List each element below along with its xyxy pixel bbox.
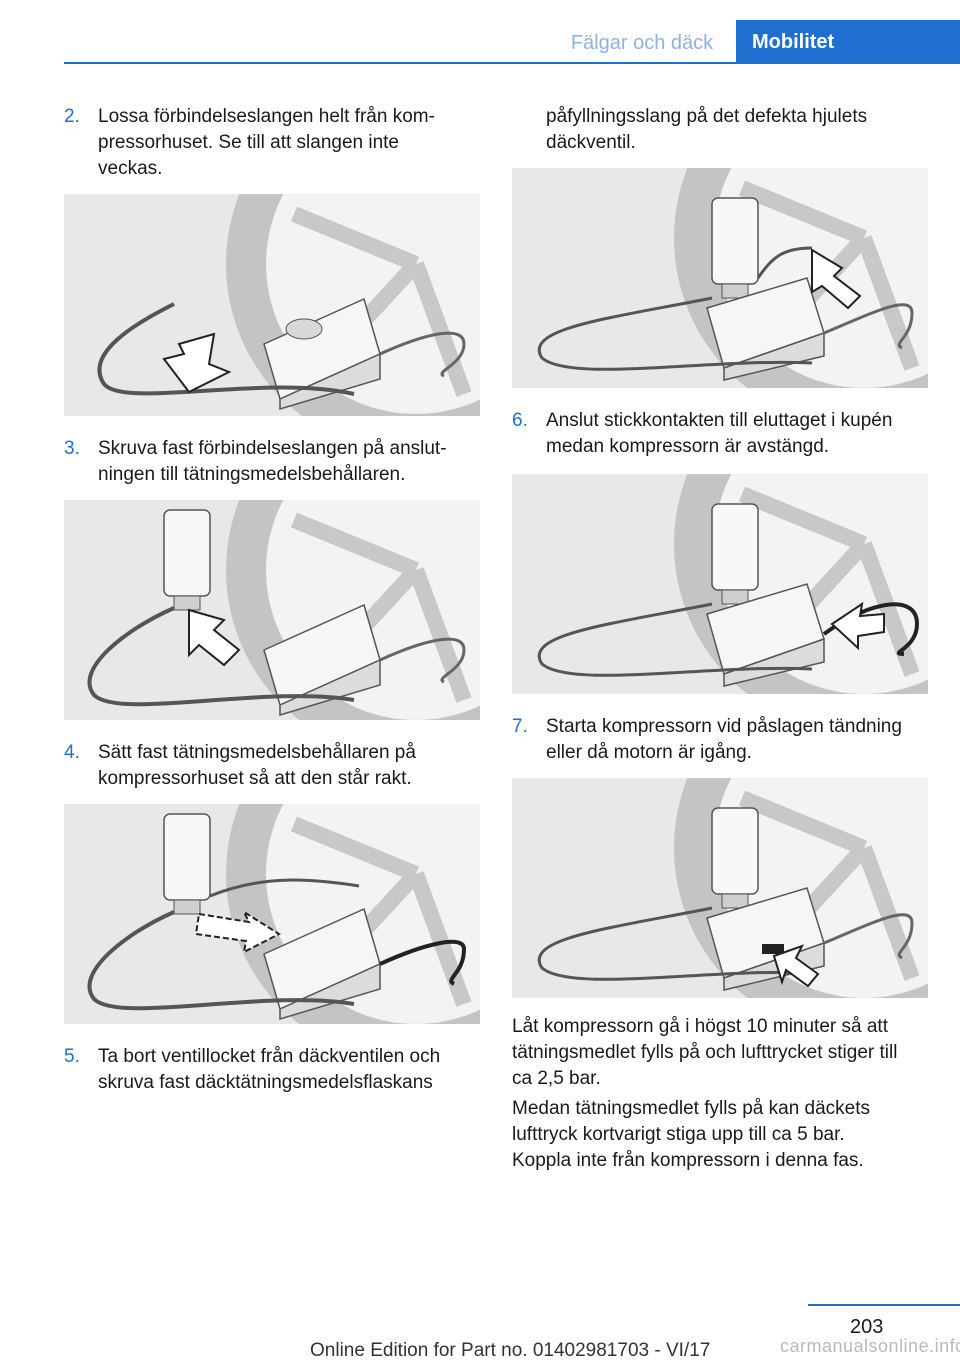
step-line: Ta bort ventillocket från däckventilen o…: [98, 1046, 441, 1067]
page-number: 203: [850, 1316, 884, 1338]
step-line: däckventil.: [546, 132, 636, 153]
step-line: Sätt fast tätningsmedelsbehållaren på: [98, 742, 416, 763]
step-line: pressorhuset. Se till att slangen inte: [98, 132, 400, 153]
illustration-start-compressor: [512, 778, 928, 998]
step-line: Anslut stickkontakten till eluttaget i k…: [546, 410, 893, 431]
step-line: medan kompressorn är avstängd.: [546, 436, 830, 457]
illustration-disconnect-hose: [64, 194, 480, 416]
step-line: påfyllningsslang på det defekta hjulets: [546, 106, 868, 127]
step-line: Lossa förbindelseslangen helt från kom‐: [98, 106, 435, 127]
paragraph-line: tätningsmedlet fylls på och lufttrycket …: [512, 1042, 898, 1063]
paragraph-line: Koppla inte från kompressorn i denna fas…: [512, 1150, 864, 1171]
chapter-tab[interactable]: Mobilitet: [736, 20, 960, 62]
footer-rule: [808, 1304, 960, 1306]
paragraph-line: Låt kompressorn gå i högst 10 minuter så…: [512, 1016, 888, 1037]
illustration-plug-socket: [512, 474, 928, 694]
step-number: 6.: [512, 410, 528, 431]
step-line: veckas.: [98, 158, 163, 179]
paragraph-pressure-note: Medan tätningsmedlet fylls på kan däcket…: [512, 1096, 942, 1174]
step-line: kompressorhuset så att den står rakt.: [98, 768, 412, 789]
edition-text: Online Edition for Part no. 01402981703 …: [310, 1340, 711, 1361]
step-line: Skruva fast förbindelseslangen på anslut…: [98, 438, 447, 459]
step-line: ningen till tätningsmedelsbehållaren.: [98, 464, 406, 485]
step-line: Starta kompressorn vid påslagen tändning: [546, 716, 902, 737]
illustration-valve-hose: [512, 168, 928, 388]
paragraph-line: lufttryck kortvarigt stiga upp till ca 5…: [512, 1124, 845, 1145]
header-rule: [64, 62, 960, 64]
step-number: 2.: [64, 106, 80, 127]
step-number: 5.: [64, 1046, 80, 1067]
watermark: carmanualsonline.info: [780, 1336, 960, 1356]
step-number: 3.: [64, 438, 80, 459]
paragraph-line: Medan tätningsmedlet fylls på kan däcket…: [512, 1098, 871, 1119]
step-number: 7.: [512, 716, 528, 737]
illustration-connect-hose-to-bottle: [64, 500, 480, 720]
step-line: eller då motorn är igång.: [546, 742, 752, 763]
paragraph-line: ca 2,5 bar.: [512, 1068, 601, 1089]
step-line: skruva fast däcktätningsmedelsflaskans: [98, 1072, 433, 1093]
paragraph-run-time: Låt kompressorn gå i högst 10 minuter så…: [512, 1014, 942, 1092]
illustration-attach-bottle: [64, 804, 480, 1024]
step-number: 4.: [64, 742, 80, 763]
section-tab[interactable]: Fälgar och däck: [570, 32, 714, 54]
